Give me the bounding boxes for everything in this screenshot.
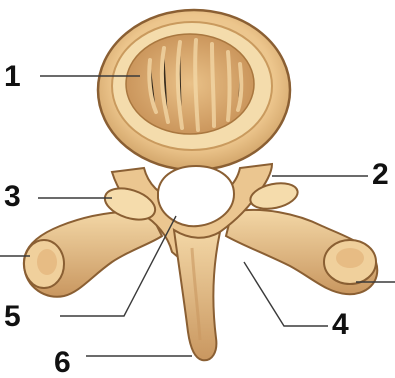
label-6: 6: [54, 346, 71, 378]
label-3: 3: [4, 180, 21, 213]
cancellous-bone: [126, 34, 254, 134]
label-4: 4: [332, 308, 349, 341]
label-2: 2: [372, 158, 389, 191]
label-1: 1: [4, 60, 21, 93]
label-5: 5: [4, 300, 21, 333]
vertebral-foramen: [158, 166, 234, 226]
